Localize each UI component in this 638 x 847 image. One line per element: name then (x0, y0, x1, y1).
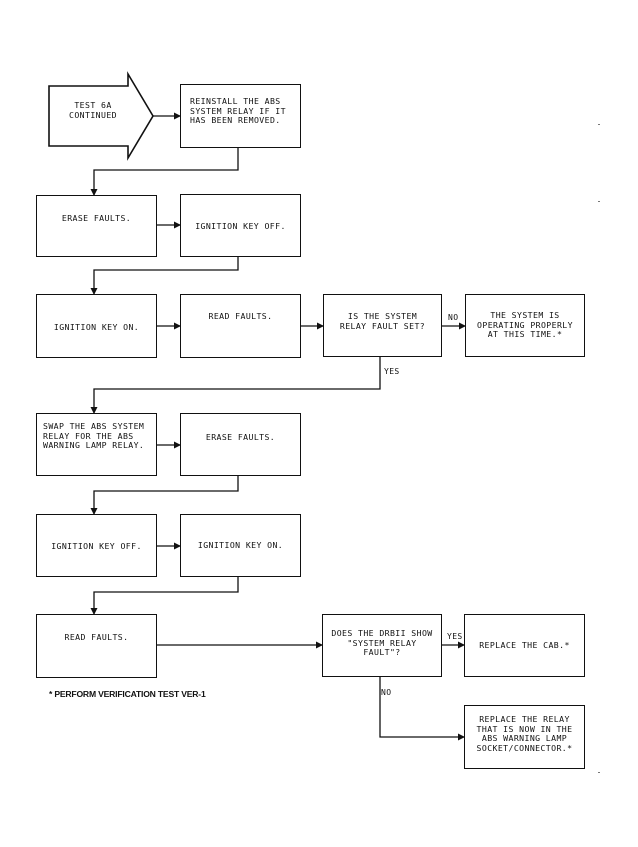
ignition-key-on-text-2: IGNITION KEY ON. (197, 540, 284, 550)
start-label: TEST 6A CONTINUED (69, 100, 117, 120)
verification-footnote: * PERFORM VERIFICATION TEST VER-1 (49, 689, 206, 699)
ignition-key-on-box-2: IGNITION KEY ON. (180, 514, 301, 577)
reinstall-relay-box: REINSTALL THE ABS SYSTEM RELAY IF IT HAS… (180, 84, 301, 148)
erase-faults-box-2: ERASE FAULTS. (180, 413, 301, 476)
no-label-2: NO (381, 688, 392, 697)
scan-speck (598, 201, 600, 202)
scan-speck (598, 124, 600, 125)
erase-faults-box-1: ERASE FAULTS. (36, 195, 157, 257)
read-faults-text-2: READ FAULTS. (64, 632, 129, 642)
swap-relay-text: SWAP THE ABS SYSTEM RELAY FOR THE ABS WA… (43, 421, 145, 451)
system-relay-fault-question-box: IS THE SYSTEM RELAY FAULT SET? (323, 294, 442, 357)
drbii-system-relay-question-text: DOES THE DRBII SHOW "SYSTEM RELAY FAULT"… (331, 628, 433, 658)
reinstall-relay-text: REINSTALL THE ABS SYSTEM RELAY IF IT HAS… (190, 96, 286, 126)
ignition-key-on-text-1: IGNITION KEY ON. (53, 322, 140, 332)
ignition-key-off-box-1: IGNITION KEY OFF. (180, 194, 301, 257)
read-faults-box-1: READ FAULTS. (180, 294, 301, 358)
erase-faults-text-1: ERASE FAULTS. (61, 213, 132, 223)
scan-speck (598, 772, 600, 773)
start-arrow-shape (48, 71, 154, 161)
read-faults-box-2: READ FAULTS. (36, 614, 157, 678)
replace-cab-box: REPLACE THE CAB.* (464, 614, 585, 677)
yes-label-2: YES (447, 632, 463, 641)
yes-label-1: YES (384, 367, 400, 376)
no-label-1: NO (448, 313, 459, 322)
erase-faults-text-2: ERASE FAULTS. (205, 432, 276, 442)
replace-relay-text: REPLACE THE RELAY THAT IS NOW IN THE ABS… (476, 714, 573, 753)
ignition-key-on-box-1: IGNITION KEY ON. (36, 294, 157, 358)
drbii-system-relay-question-box: DOES THE DRBII SHOW "SYSTEM RELAY FAULT"… (322, 614, 442, 677)
system-relay-fault-question-text: IS THE SYSTEM RELAY FAULT SET? (339, 311, 426, 331)
swap-relay-box: SWAP THE ABS SYSTEM RELAY FOR THE ABS WA… (36, 413, 157, 476)
ignition-key-off-text-1: IGNITION KEY OFF. (195, 221, 286, 231)
replace-cab-text: REPLACE THE CAB.* (479, 640, 570, 650)
read-faults-text-1: READ FAULTS. (208, 311, 273, 321)
replace-relay-box: REPLACE THE RELAY THAT IS NOW IN THE ABS… (464, 705, 585, 769)
system-operating-properly-box: THE SYSTEM IS OPERATING PROPERLY AT THIS… (465, 294, 585, 357)
ignition-key-off-text-2: IGNITION KEY OFF. (51, 541, 142, 551)
system-operating-properly-text: THE SYSTEM IS OPERATING PROPERLY AT THIS… (477, 310, 573, 340)
ignition-key-off-box-2: IGNITION KEY OFF. (36, 514, 157, 577)
